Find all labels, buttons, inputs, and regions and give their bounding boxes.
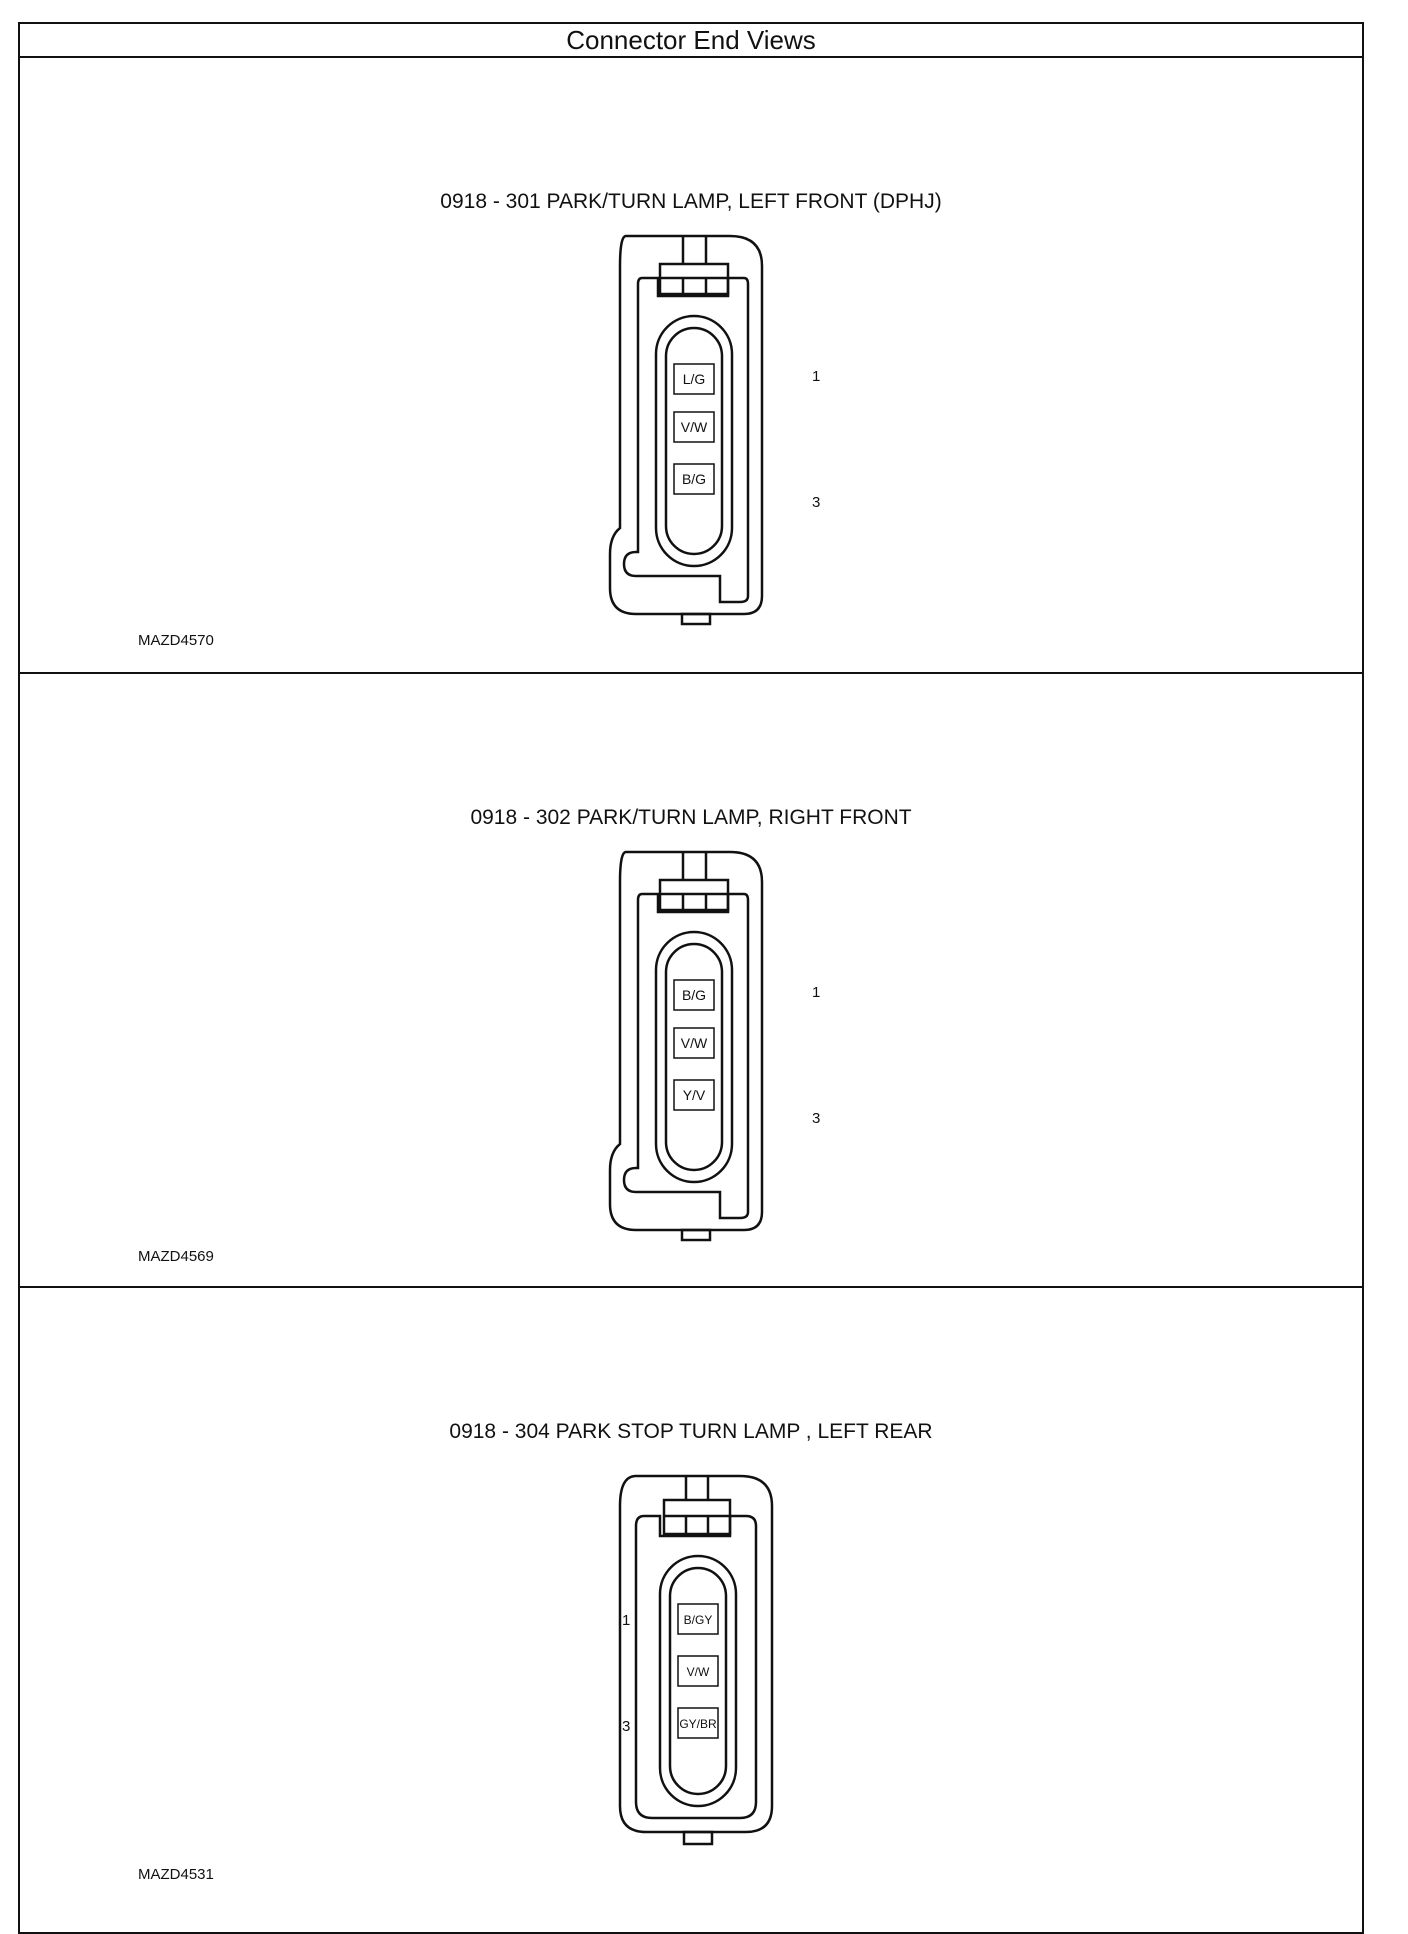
pin-number-first: 1 [622, 1612, 631, 1629]
pin-label: B/G [682, 987, 706, 1003]
pin-number-first: 1 [812, 984, 821, 1001]
pin-cell-1 [673, 363, 715, 395]
pin-number-last: 3 [812, 1110, 821, 1127]
connector-title: 0918 - 301 PARK/TURN LAMP, LEFT FRONT (D… [440, 190, 942, 213]
pin-label: B/G [682, 471, 706, 487]
pin-cell-2 [673, 1027, 715, 1059]
pin-cell-3 [677, 1707, 719, 1739]
connector-title: 0918 - 302 PARK/TURN LAMP, RIGHT FRONT [470, 806, 912, 829]
pin-cell-3 [673, 463, 715, 495]
pin-label: Y/V [683, 1087, 706, 1103]
diagram-code: MAZD4569 [138, 1248, 214, 1265]
pin-cell-2 [673, 411, 715, 443]
connector-diagram-301: L/G V/W B/G [608, 234, 764, 626]
pin-number-last: 3 [622, 1718, 631, 1735]
diagram-code: MAZD4570 [138, 632, 214, 649]
pin-label: L/G [683, 371, 706, 387]
pin-label: V/W [687, 1665, 710, 1679]
pin-cell-3 [673, 1079, 715, 1111]
pin-label: V/W [681, 419, 708, 435]
pin-number-last: 3 [812, 494, 821, 511]
pin-cell-1 [673, 979, 715, 1011]
connector-end-views-frame: Connector End Views 0918 - 301 PARK/TURN… [18, 22, 1364, 1934]
pin-label: B/GY [684, 1613, 713, 1627]
connector-diagram-302: B/G V/W Y/V [608, 850, 764, 1242]
pin-label: V/W [681, 1035, 708, 1051]
connector-panel-301: 0918 - 301 PARK/TURN LAMP, LEFT FRONT (D… [20, 58, 1362, 672]
connector-panel-304: 0918 - 304 PARK STOP TURN LAMP , LEFT RE… [20, 1286, 1362, 1934]
pin-label: GY/BR [679, 1717, 717, 1731]
pin-number-first: 1 [812, 368, 821, 385]
connector-title: 0918 - 304 PARK STOP TURN LAMP , LEFT RE… [449, 1420, 933, 1443]
pin-cell-1 [677, 1603, 719, 1635]
pin-cell-2 [677, 1655, 719, 1687]
connector-panel-302: 0918 - 302 PARK/TURN LAMP, RIGHT FRONT [20, 672, 1362, 1286]
page-header: Connector End Views [20, 24, 1362, 58]
diagram-code: MAZD4531 [138, 1866, 214, 1883]
connector-diagram-304: B/GY V/W GY/BR [618, 1474, 774, 1846]
